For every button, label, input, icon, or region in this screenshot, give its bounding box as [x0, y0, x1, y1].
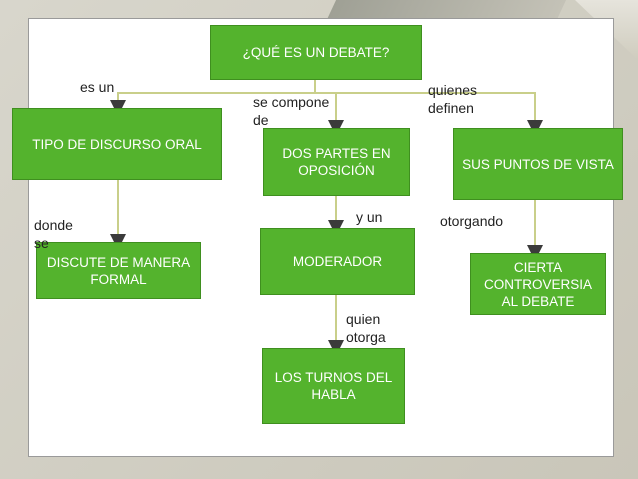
label-otorgando: otorgando	[440, 213, 504, 229]
label-quien-otorga: quien otorga	[346, 311, 386, 345]
node-controversia: CIERTA CONTROVERSIA AL DEBATE	[470, 253, 606, 315]
label-se-compone: se compone de	[253, 94, 330, 128]
label-donde-se: donde se	[34, 217, 73, 251]
node-puntos-vista: SUS PUNTOS DE VISTA	[453, 128, 623, 200]
label-es-un: es un	[80, 79, 115, 95]
node-turnos: LOS TURNOS DEL HABLA	[262, 348, 405, 424]
node-moderador: MODERADOR	[260, 228, 415, 295]
node-dos-partes: DOS PARTES EN OPOSICIÓN	[263, 128, 410, 196]
label-y-un: y un	[356, 209, 383, 225]
node-discute: DISCUTE DE MANERA FORMAL	[36, 242, 201, 299]
node-tipo-discurso: TIPO DE DISCURSO ORAL	[12, 108, 222, 180]
node-root: ¿QUÉ ES UN DEBATE?	[210, 25, 422, 80]
label-quienes-definen: quienes definen	[428, 82, 478, 116]
connector-root-puntos	[314, 80, 543, 136]
